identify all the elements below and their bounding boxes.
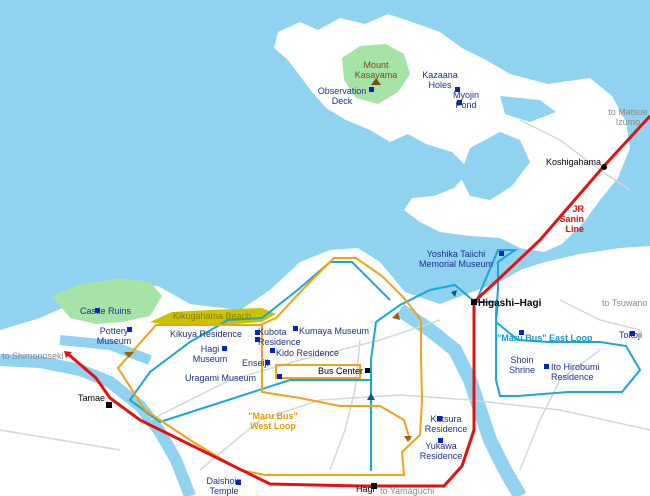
label-tokoji: Tokoji	[619, 330, 643, 340]
label-higashi-hagi-station: Higashi–Hagi	[478, 298, 542, 309]
label-to-tsuwano: to Tsuwano	[602, 298, 648, 308]
label-kido-residence: Kido Residence	[276, 348, 340, 358]
label-tamae-station: Tamae	[78, 393, 106, 403]
east-loop-route	[370, 249, 642, 471]
east-loop-arrow	[367, 393, 375, 400]
mountain-peak-icon	[371, 78, 381, 85]
east-loop-arrow	[451, 290, 457, 297]
west-loop-arrow	[392, 312, 400, 320]
label-enseiji: Enseiji	[242, 358, 269, 368]
kasayama-hill	[342, 44, 410, 104]
label-hagi-station: Hagi	[356, 484, 375, 494]
west-loop-arrow	[404, 436, 412, 442]
label-kikuya-residence: Kikuya Residence	[170, 329, 243, 339]
east-loop-route-west	[128, 261, 391, 424]
west-loop-cross	[275, 364, 361, 379]
jr-line	[67, 114, 650, 488]
west-loop-inner	[261, 325, 411, 441]
river-hashimoto	[0, 354, 196, 496]
label-east-loop: "Maru Bus" East Loop	[497, 333, 593, 343]
station-tamae	[106, 402, 112, 408]
kikugahama-beach	[150, 308, 276, 326]
bay	[460, 132, 530, 200]
poi-markers	[95, 87, 635, 485]
castle-park	[52, 278, 162, 324]
label-kikugahama-beach: Kikugahama Beach	[173, 311, 252, 321]
label-castle-ruins: Castle Ruins	[80, 306, 132, 316]
station-higashi-hagi	[471, 299, 477, 305]
west-loop-route	[116, 257, 424, 476]
station-koshigahama	[601, 164, 607, 170]
label-uragami-museum: Uragami Museum	[185, 373, 257, 383]
label-west-loop: "Maru Bus"West Loop	[248, 411, 298, 431]
station-hagi	[371, 483, 377, 489]
label-bus-center: Bus Center	[318, 366, 364, 376]
inlet	[500, 96, 556, 122]
label-to-yamaguchi: to Yamaguchi	[380, 486, 435, 496]
roads	[0, 119, 650, 471]
label-koshigahama-station: Koshigahama	[546, 157, 602, 167]
label-kumaya-museum: Kumaya Museum	[299, 326, 370, 336]
station-bus-center	[365, 368, 370, 373]
west-loop-arrow	[124, 352, 134, 358]
label-to-shimonoseki: to Shimonoseki	[2, 351, 64, 361]
river-north	[59, 335, 152, 365]
arrow-shimonoseki	[64, 351, 72, 358]
